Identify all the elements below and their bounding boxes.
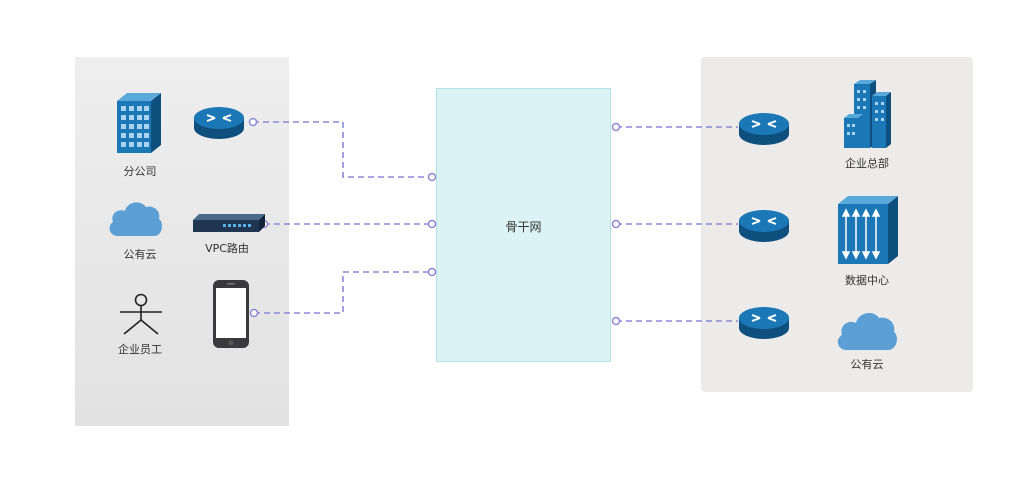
router-icon-datacenter (739, 210, 789, 242)
port-backbone-left-2 (427, 219, 437, 229)
backbone-network-box: 骨干网 (436, 88, 611, 362)
backbone-label: 骨干网 (505, 220, 542, 234)
datacenter-label: 数据中心 (845, 274, 889, 287)
building-icon (117, 93, 161, 153)
vpc-router-label: VPC路由 (205, 242, 249, 255)
router-icon-hq (739, 113, 789, 145)
hq-label: 企业总部 (845, 157, 889, 170)
link-employee-phone (254, 271, 430, 314)
port-backbone-right-2 (611, 219, 621, 229)
datacenter-icon (838, 196, 898, 264)
port-backbone-left-3 (427, 267, 437, 277)
hq-buildings-icon (844, 80, 891, 148)
link-branch-router (253, 121, 430, 178)
cloud-icon (109, 202, 162, 236)
cloud-icon-right (837, 312, 897, 350)
person-icon (120, 293, 162, 335)
branch-label: 分公司 (123, 165, 157, 178)
cloud-label-right: 公有云 (850, 358, 884, 371)
port-employee-phone (249, 308, 259, 318)
port-backbone-right-1 (611, 122, 621, 132)
router-icon (194, 107, 244, 139)
employee-label: 企业员工 (118, 343, 162, 356)
router-icon-cloud (739, 307, 789, 339)
switch-icon (193, 214, 265, 232)
port-branch-router (248, 117, 258, 127)
port-backbone-right-3 (611, 316, 621, 326)
cloud-label-left: 公有云 (123, 248, 157, 261)
phone-icon (213, 280, 249, 348)
port-backbone-left-1 (427, 172, 437, 182)
